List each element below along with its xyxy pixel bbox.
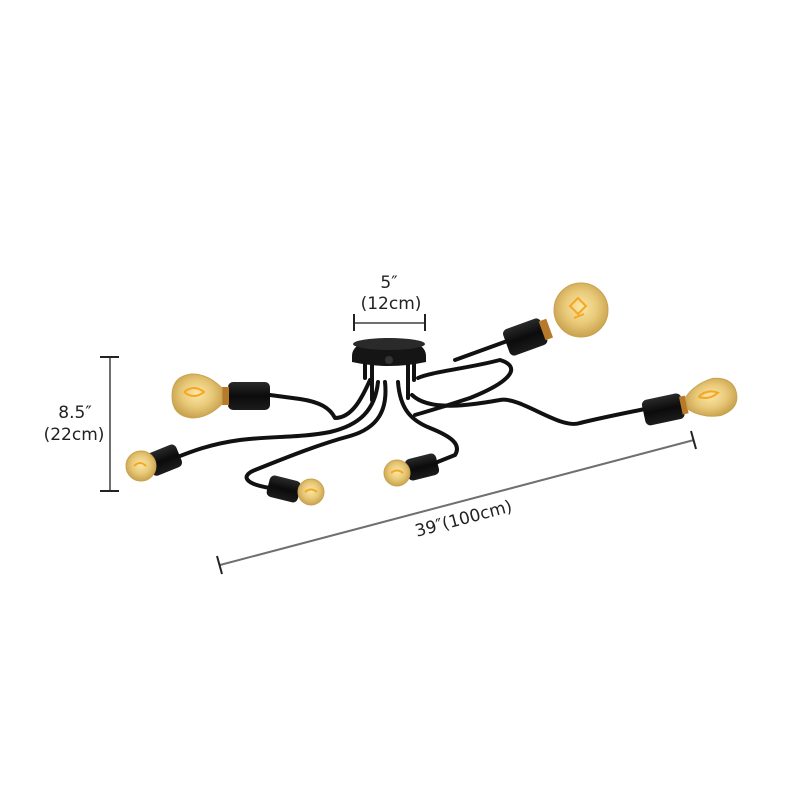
height-imperial: 8.5″ [58,403,91,423]
bulb-far-right [641,377,738,426]
filament [697,390,720,400]
bulb-top-right [503,282,609,356]
bulb-base [222,387,229,405]
filament [568,296,588,319]
socket [404,453,440,481]
arm-lower-center [396,380,459,465]
globe-bulb [125,450,157,482]
bulb-lower-left [266,475,325,506]
length-label: 39″(100cm) [413,497,514,542]
arm-far-right [410,393,652,426]
filament [304,488,318,493]
bulb-far-left [125,444,183,482]
bulb-base [538,318,554,341]
arm-far-left [173,380,380,460]
filament [390,469,404,474]
bulb-base [678,395,689,415]
globe-bulb [297,478,325,506]
globe-bulb [383,459,411,487]
socket [503,318,548,356]
socket [266,475,301,503]
arm-top-right-stem [453,338,512,362]
height-dimension: 8.5″ (22cm) [44,356,119,492]
bulb-upper-left [171,373,270,419]
arm-top-right [413,358,514,417]
canopy-screw [385,356,393,364]
canopy-top [353,338,425,350]
canopy-width-imperial: 5″ [380,273,397,293]
canopy-width-dimension: 5″ (12cm) [353,273,426,331]
arm-lower-left [244,380,388,490]
canopy [352,338,426,366]
arm-upper-left [268,378,372,420]
length-tick-right [690,430,697,450]
filament [183,387,206,397]
length-line [219,439,695,566]
socket [641,393,685,426]
canopy-width-metric: (12cm) [361,294,422,314]
socket [228,382,270,410]
filament [133,462,147,467]
bulb-lower-center [383,453,440,487]
a-shape-bulb [684,377,738,417]
fixture-arms [173,338,652,490]
length-tick-left [216,555,223,575]
height-metric: (22cm) [44,425,105,445]
